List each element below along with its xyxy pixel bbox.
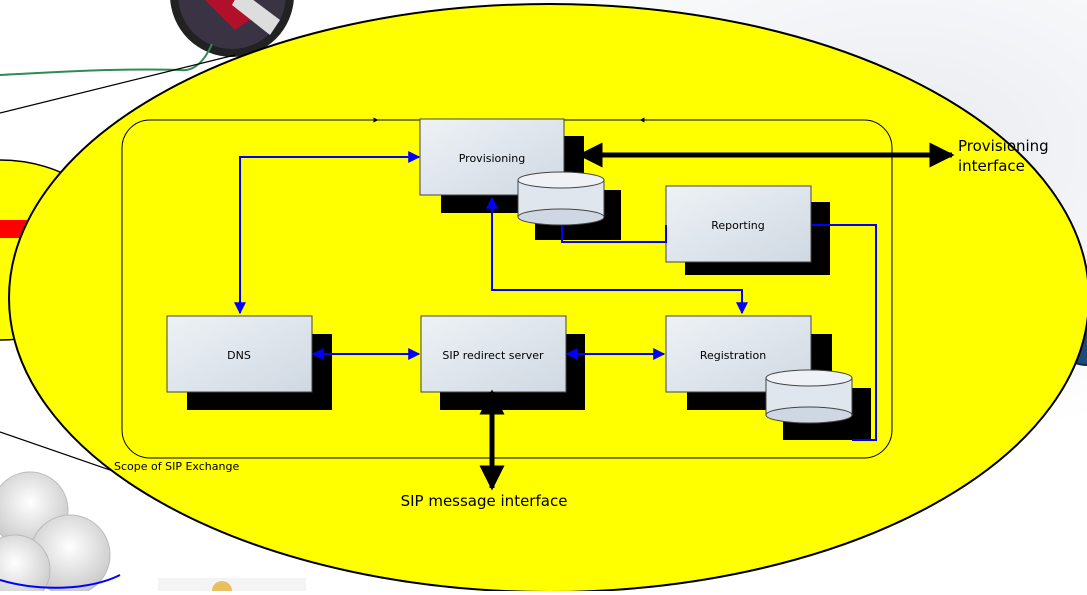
provisioning-dns-link bbox=[234, 151, 421, 315]
provisioning-label: Provisioning bbox=[459, 152, 526, 165]
callout-line-top bbox=[0, 54, 236, 114]
registration-database bbox=[765, 369, 871, 440]
cloud-icon bbox=[0, 471, 121, 595]
provisioning-interface-label-2: interface bbox=[958, 157, 1025, 175]
dns-node: DNS bbox=[166, 315, 313, 393]
sip-message-interface-label: SIP message interface bbox=[401, 492, 568, 510]
sip-redirect-node: SIP redirect server bbox=[420, 315, 567, 393]
registration-label: Registration bbox=[700, 349, 766, 362]
router-icon bbox=[170, 0, 294, 57]
provisioning-registration-link bbox=[486, 196, 748, 315]
sip-redirect-label: SIP redirect server bbox=[442, 349, 544, 362]
gear-icon bbox=[158, 578, 306, 595]
reporting-registration-link bbox=[812, 224, 877, 441]
reporting-label: Reporting bbox=[711, 219, 764, 232]
scope-label: Scope of SIP Exchange bbox=[114, 460, 239, 473]
green-link-line bbox=[0, 43, 213, 76]
provisioning-reporting-link bbox=[561, 225, 667, 243]
provisioning-interface-label-1: Provisioning bbox=[958, 137, 1049, 155]
dns-label: DNS bbox=[227, 349, 251, 362]
reporting-node: Reporting bbox=[665, 185, 812, 263]
